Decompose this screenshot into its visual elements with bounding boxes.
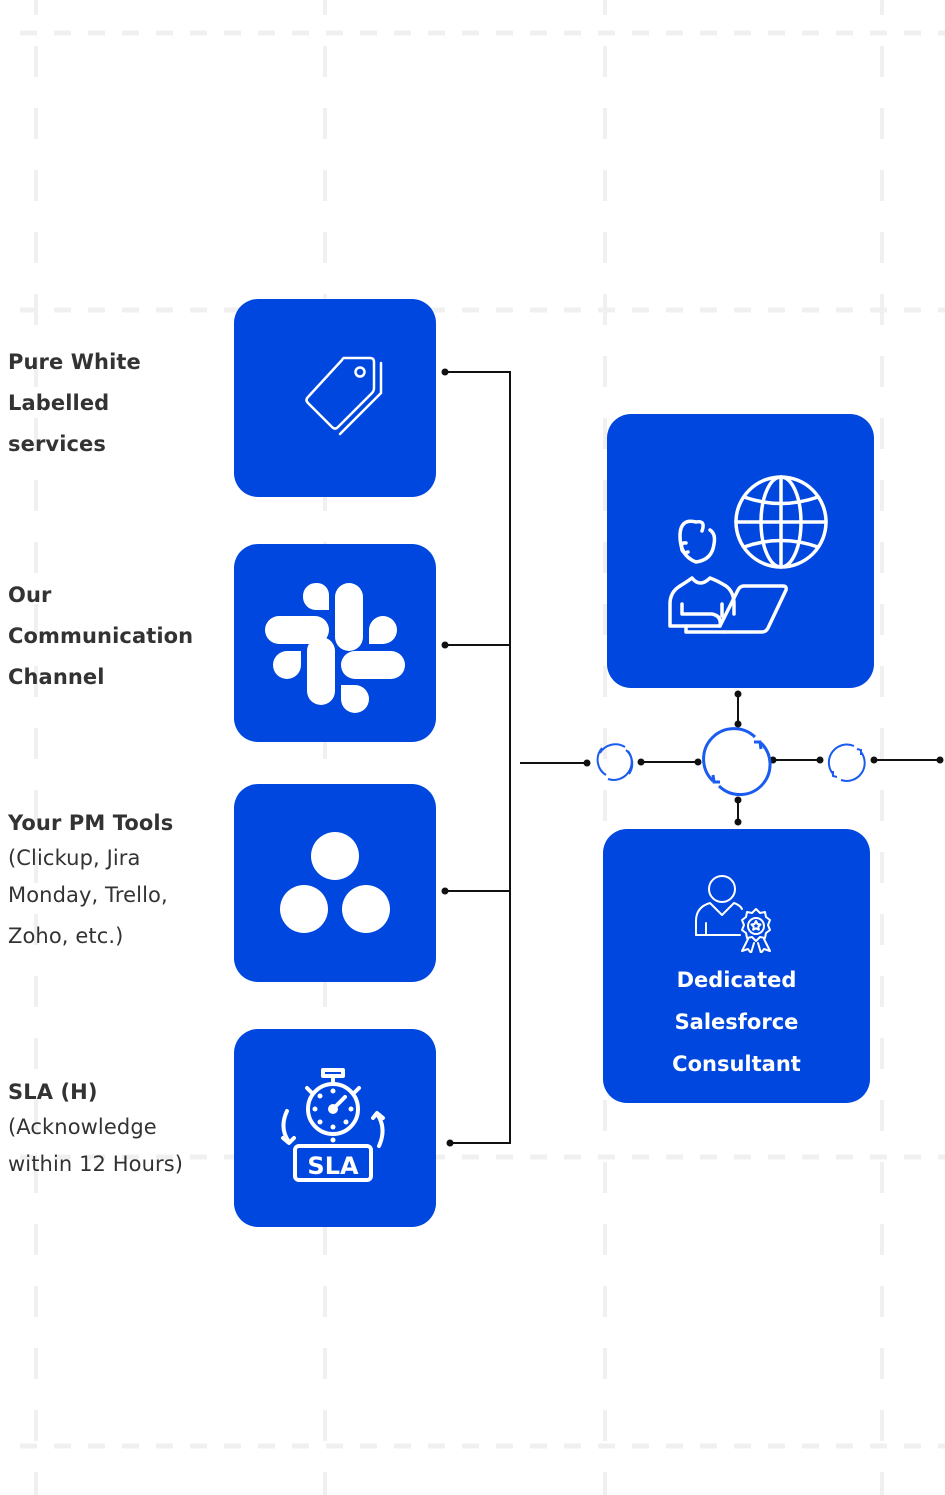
tile-remote-worker [607,414,874,688]
label-line: Communication [8,624,194,648]
label-sla: SLA (H) (Acknowledge within 12 Hours) [8,1074,183,1185]
certified-consultant-icon [694,875,771,953]
label-white-label: Pure White Labelled services [8,342,141,465]
asana-icon [280,832,390,933]
sla-icon-text: SLA [307,1152,359,1180]
label-line: (Clickup, Jira [8,846,141,870]
label-line: Labelled [8,391,110,415]
consultant-title: Dedicated Salesforce Consultant [603,959,870,1085]
remote-worker-globe-icon [667,475,828,634]
label-communication: Our Communication Channel [8,575,193,698]
sla-stopwatch-icon: SLA [281,1067,385,1182]
sync-small-left-icon [596,743,634,781]
label-title: Your PM Tools [8,811,174,835]
tile-sla: SLA [234,1029,436,1227]
consultant-line: Consultant [672,1052,801,1076]
slack-icon [265,582,405,713]
tile-white-label [234,299,436,497]
label-title: SLA (H) [8,1080,98,1104]
tile-communication [234,544,436,742]
label-line: Pure White [8,350,141,374]
label-line: Monday, Trello, [8,883,168,907]
sync-large-center-icon [702,727,772,797]
consultant-line: Salesforce [674,1010,799,1034]
label-line: Our [8,583,52,607]
label-line: services [8,432,106,456]
tile-pm-tools [234,784,436,982]
label-line: Channel [8,665,105,689]
consultant-line: Dedicated [676,968,797,992]
price-tag-icon [305,356,383,436]
tile-consultant: Dedicated Salesforce Consultant [603,829,870,1103]
label-line: (Acknowledge [8,1115,157,1139]
label-pm-tools: Your PM Tools (Clickup, Jira Monday, Tre… [8,805,173,957]
label-line: Zoho, etc.) [8,924,124,948]
label-line: within 12 Hours) [8,1152,184,1176]
sync-small-right-icon [827,743,866,782]
